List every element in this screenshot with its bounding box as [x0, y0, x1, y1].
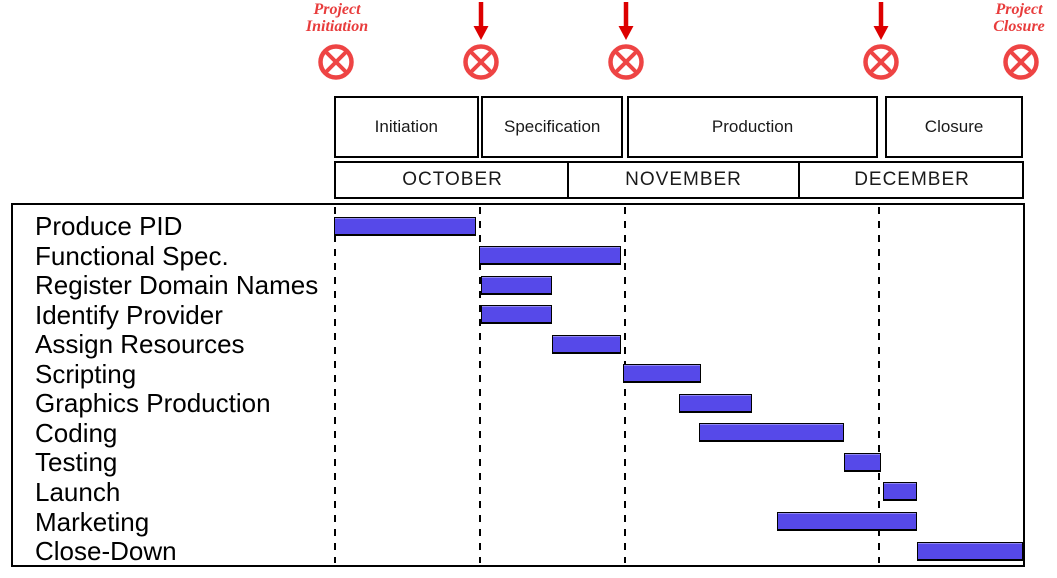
- phase-boundary-gridline: [623, 207, 626, 563]
- phase-cell-initiation: Initiation: [334, 96, 479, 158]
- down-arrow-icon: [472, 1, 490, 41]
- month-cell-november: NOVEMBER: [567, 163, 798, 197]
- phase-cell-production: Production: [626, 96, 879, 158]
- milestone-icon: [861, 42, 901, 82]
- task-label: Scripting: [35, 358, 137, 389]
- annotation-line: Initiation: [305, 18, 369, 35]
- month-cell-december: DECEMBER: [797, 163, 1024, 197]
- annotation-line: Project: [995, 1, 1043, 18]
- task-label: Marketing: [35, 506, 150, 537]
- phase-boundary-gridline: [878, 207, 881, 563]
- month-cell-october: OCTOBER: [402, 169, 503, 190]
- task-bar: [480, 275, 553, 295]
- task-label: Functional Spec.: [35, 240, 229, 271]
- milestone-icon: [316, 42, 356, 82]
- task-bar: [480, 305, 553, 325]
- milestone-icon: [606, 42, 646, 82]
- milestone-icon: [1001, 42, 1041, 82]
- task-bar: [623, 364, 702, 384]
- task-bar: [777, 512, 918, 531]
- annotation-line: Project: [313, 1, 361, 18]
- task-bar: [478, 246, 622, 266]
- annotation-line: Closure: [993, 18, 1045, 35]
- phase-boundary-gridline: [334, 207, 337, 563]
- task-label: Register Domain Names: [35, 270, 319, 301]
- task-bar: [334, 216, 477, 236]
- task-label: Coding: [35, 417, 118, 448]
- task-bar: [552, 334, 622, 354]
- task-label: Produce PID: [35, 211, 183, 241]
- task-label: Testing: [35, 447, 118, 478]
- task-bar: [843, 452, 881, 472]
- task-label: Identify Provider: [35, 299, 223, 330]
- task-bar: [882, 482, 918, 502]
- task-bar: [917, 541, 1023, 561]
- down-arrow-icon: [872, 1, 890, 41]
- task-label: Close-Down: [35, 536, 177, 567]
- milestone-icon: [461, 42, 501, 82]
- project-closure-annotation: Project Closure: [949, 1, 1057, 35]
- task-bar: [699, 423, 844, 443]
- phase-cell-specification: Specification: [480, 96, 624, 158]
- task-label: Assign Resources: [35, 329, 245, 360]
- task-bar: [678, 393, 752, 413]
- phase-boundary-gridline: [478, 207, 481, 563]
- project-initiation-annotation: Project Initiation: [267, 1, 407, 35]
- phase-cell-closure: Closure: [885, 96, 1023, 158]
- down-arrow-icon: [617, 1, 635, 41]
- task-label: Launch: [35, 476, 121, 507]
- task-label: Graphics Production: [35, 388, 271, 419]
